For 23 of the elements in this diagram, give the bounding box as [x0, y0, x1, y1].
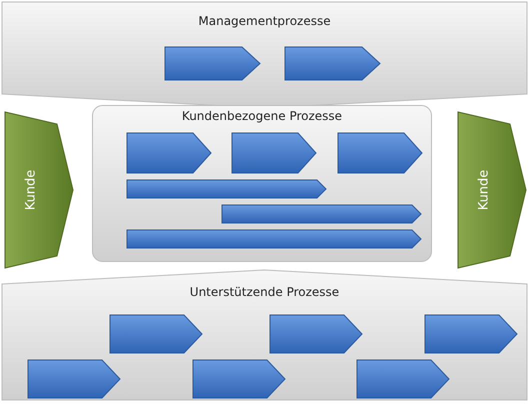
group-title: Unterstützende Prozesse — [188, 285, 340, 299]
process-step-bar — [127, 230, 421, 248]
customer-arrow — [458, 112, 526, 268]
process-step — [285, 47, 380, 80]
process-step — [110, 315, 202, 353]
process-step — [357, 360, 449, 398]
process-panel — [92, 105, 432, 262]
process-step — [127, 133, 211, 173]
process-step-bar — [127, 180, 326, 198]
process-step — [193, 360, 285, 398]
process-step — [338, 133, 422, 173]
process-step — [232, 133, 316, 173]
customer-label: Kunde — [24, 170, 38, 210]
group-title: Managementprozesse — [197, 14, 332, 28]
customer-label: Kunde — [476, 170, 492, 210]
process-step — [165, 47, 260, 80]
customer-arrow — [5, 112, 73, 268]
group-title: Kundenbezogene Prozesse — [180, 109, 344, 123]
process-step — [425, 315, 517, 353]
process-step — [270, 315, 362, 353]
process-band — [2, 2, 527, 108]
process-step-bar — [222, 205, 421, 223]
process-step — [28, 360, 120, 398]
